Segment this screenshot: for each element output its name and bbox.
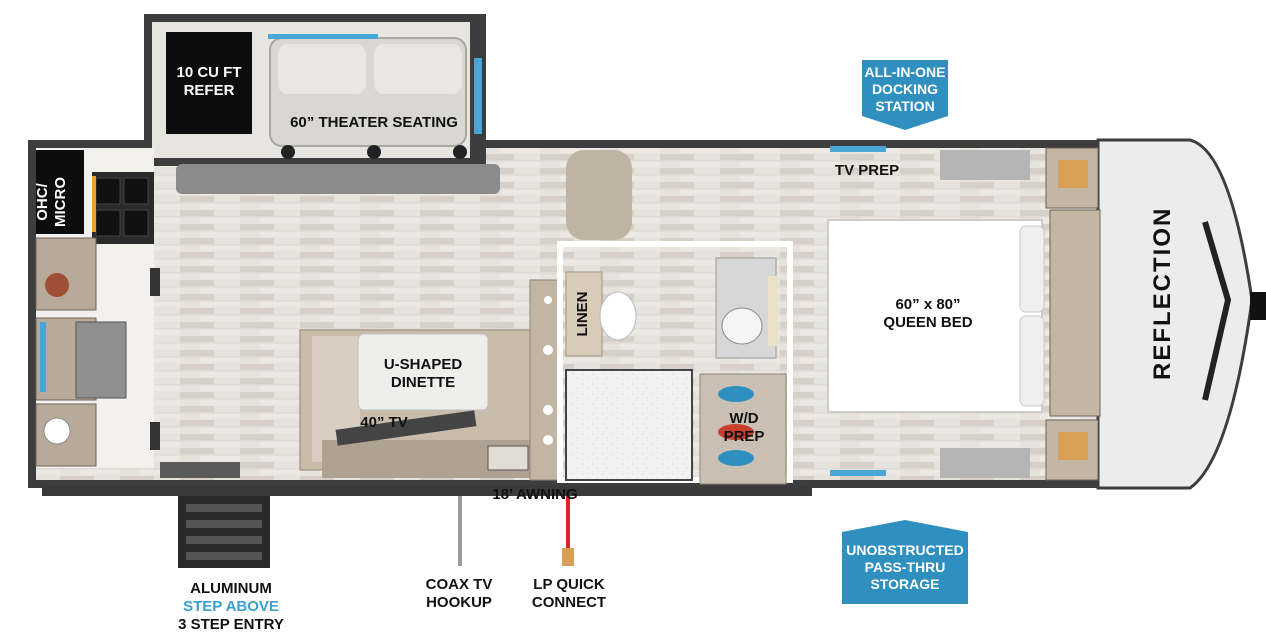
step-line-1: ALUMINUM xyxy=(190,580,272,597)
brand-logo: REFLECTION xyxy=(1149,206,1176,380)
refer-line-2: REFER xyxy=(183,82,235,99)
refrigerator xyxy=(166,32,252,134)
lp-line-2: CONNECT xyxy=(531,594,607,611)
kitchen-sink xyxy=(75,321,127,399)
bed-line-1: 60” x 80” xyxy=(895,296,961,313)
storage-line-3: STORAGE xyxy=(870,576,940,592)
tv-40 xyxy=(335,410,477,446)
linen-cabinet xyxy=(565,271,603,357)
storage-badge-shape xyxy=(842,520,968,604)
docking-line-3: STATION xyxy=(875,98,935,114)
step-entry-label: ALUMINUM STEP ABOVE 3 STEP ENTRY xyxy=(166,580,296,634)
slide-floor-rug xyxy=(176,164,500,194)
linen-label: LINEN xyxy=(574,291,591,337)
docking-line-1: ALL-IN-ONE xyxy=(864,64,946,80)
bed-line-2: QUEEN BED xyxy=(883,314,973,331)
storage-badge: UNOBSTRUCTED PASS-THRU STORAGE xyxy=(842,542,968,593)
docking-station-badge: ALL-IN-ONE DOCKING STATION xyxy=(862,64,948,115)
lp-line-1: LP QUICK xyxy=(533,576,605,593)
dinette-table xyxy=(357,333,489,411)
exterior-details xyxy=(42,486,812,568)
docking-badge-shape xyxy=(862,60,948,130)
dinette-area xyxy=(160,329,533,478)
awning-label: 18’ AWNING xyxy=(492,486,578,503)
ohc-micro-label: OHC/ MICRO xyxy=(34,172,74,232)
tv-prep-window xyxy=(830,146,886,152)
shower xyxy=(565,369,693,481)
refrigerator-label: 10 CU FT REFER xyxy=(168,64,250,100)
lp-label: LP QUICK CONNECT xyxy=(524,576,614,612)
docking-line-2: DOCKING xyxy=(871,81,939,97)
bedroom-area xyxy=(827,146,1101,481)
dinette-line-2: DINETTE xyxy=(390,374,456,391)
dinette-label: U-SHAPED DINETTE xyxy=(370,356,476,392)
theater-slideout xyxy=(144,14,500,194)
awning-bar xyxy=(42,486,812,496)
ohc-line-1: OHC/ xyxy=(34,183,51,221)
storage-line-2: PASS-THRU xyxy=(864,559,946,575)
storage-line-1: UNOBSTRUCTED xyxy=(846,542,964,558)
coax-line-2: HOOKUP xyxy=(426,594,492,611)
wd-line-1: W/D xyxy=(729,410,759,427)
queen-bed xyxy=(827,219,1043,413)
tv-prep-label: TV PREP xyxy=(834,162,900,179)
lp-line xyxy=(566,496,570,550)
theater-seating-label: 60” THEATER SEATING xyxy=(290,114,458,131)
dinette-line-1: U-SHAPED xyxy=(383,356,463,373)
front-closet xyxy=(566,150,632,240)
step-line-2: STEP ABOVE xyxy=(183,598,279,615)
refer-line-1: 10 CU FT xyxy=(176,64,242,81)
coax-line xyxy=(458,496,462,566)
window-side xyxy=(474,58,482,134)
coax-line-1: COAX TV xyxy=(425,576,493,593)
entry-mat xyxy=(160,462,240,478)
coax-label: COAX TV HOOKUP xyxy=(414,576,504,612)
bath-area xyxy=(529,150,793,485)
ohc-micro-cabinet xyxy=(36,150,84,234)
ohc-line-2: MICRO xyxy=(52,177,69,227)
wd-line-2: PREP xyxy=(723,428,765,445)
kitchen-area xyxy=(35,148,160,468)
step-line-3: 3 STEP ENTRY xyxy=(178,616,284,633)
tv-40-label: 40” TV xyxy=(360,414,408,431)
queen-bed-label: 60” x 80” QUEEN BED xyxy=(872,296,984,332)
wd-prep-label: W/D PREP xyxy=(712,410,776,446)
